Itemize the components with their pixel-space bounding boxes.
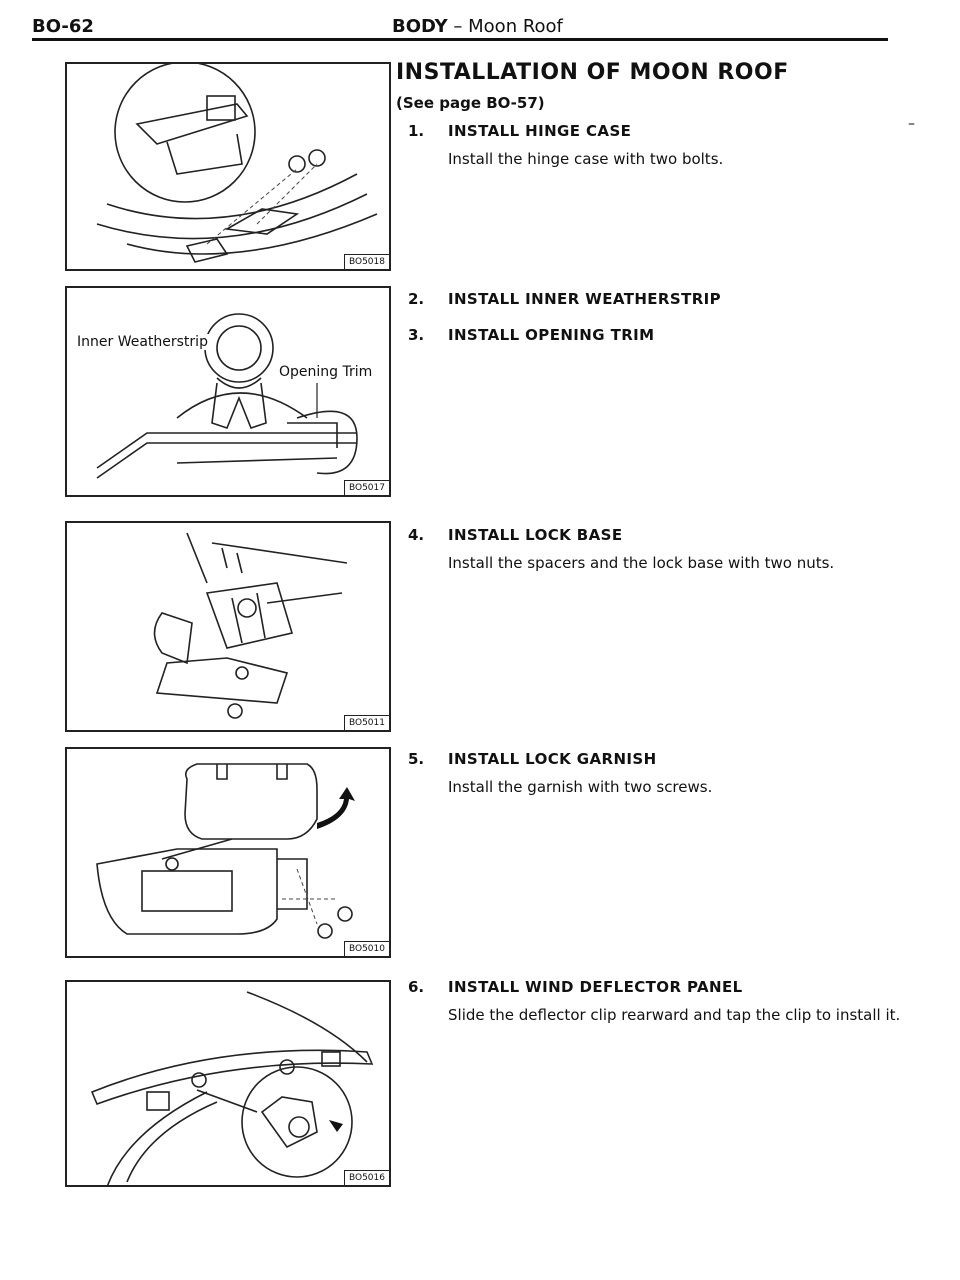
figure-weatherstrip: Inner Weatherstrip Opening Trim BO5017 <box>65 286 391 497</box>
step-heading: INSTALL LOCK BASE <box>448 526 623 544</box>
figure-id: BO5016 <box>343 1170 389 1185</box>
hinge-case-illustration <box>96 64 378 263</box>
weatherstrip-illustration <box>96 313 358 479</box>
step-heading: INSTALL HINGE CASE <box>448 122 632 140</box>
figure-id: BO5010 <box>343 941 389 956</box>
section-title: BODY – Moon Roof <box>392 16 563 37</box>
figure-hinge-case: BO5018 <box>65 62 391 271</box>
lock-garnish-illustration <box>96 763 355 939</box>
figure-id: BO5017 <box>343 480 389 495</box>
section-name: BODY <box>392 16 448 37</box>
step-number: 3. <box>408 326 425 344</box>
page-header: BO-62 BODY – Moon Roof <box>32 10 888 38</box>
figure-id: BO5011 <box>343 715 389 730</box>
figure-lock-base: BO5011 <box>65 521 391 732</box>
step-number: 1. <box>408 122 425 140</box>
step-body: Install the garnish with two screws. <box>448 778 713 796</box>
step-body: Install the hinge case with two bolts. <box>448 150 724 168</box>
lock-base-illustration <box>153 532 348 719</box>
section-separator: – <box>447 16 469 37</box>
see-page-reference: (See page BO-57) <box>396 94 545 112</box>
callout-inner-weatherstrip: Inner Weatherstrip <box>75 334 210 350</box>
figure-wind-deflector: BO5016 <box>65 980 391 1187</box>
step-heading: INSTALL LOCK GARNISH <box>448 750 657 768</box>
step-body: Install the spacers and the lock base wi… <box>448 554 835 572</box>
step-number: 4. <box>408 526 425 544</box>
figure-id: BO5018 <box>343 254 389 269</box>
page-title: INSTALLATION OF MOON ROOF <box>396 60 789 85</box>
figure-lock-garnish: BO5010 <box>65 747 391 958</box>
callout-opening-trim: Opening Trim <box>277 364 375 380</box>
step-number: 6. <box>408 978 425 996</box>
step-number: 5. <box>408 750 425 768</box>
section-topic: Moon Roof <box>468 16 563 37</box>
wind-deflector-illustration <box>90 991 374 1185</box>
page-code: BO-62 <box>32 16 94 37</box>
step-heading: INSTALL INNER WEATHERSTRIP <box>448 290 722 308</box>
margin-mark: – <box>908 116 915 132</box>
header-rule <box>32 38 888 41</box>
step-heading: INSTALL OPENING TRIM <box>448 326 655 344</box>
step-body: Slide the deflector clip rearward and ta… <box>448 1006 901 1024</box>
step-heading: INSTALL WIND DEFLECTOR PANEL <box>448 978 743 996</box>
step-number: 2. <box>408 290 425 308</box>
